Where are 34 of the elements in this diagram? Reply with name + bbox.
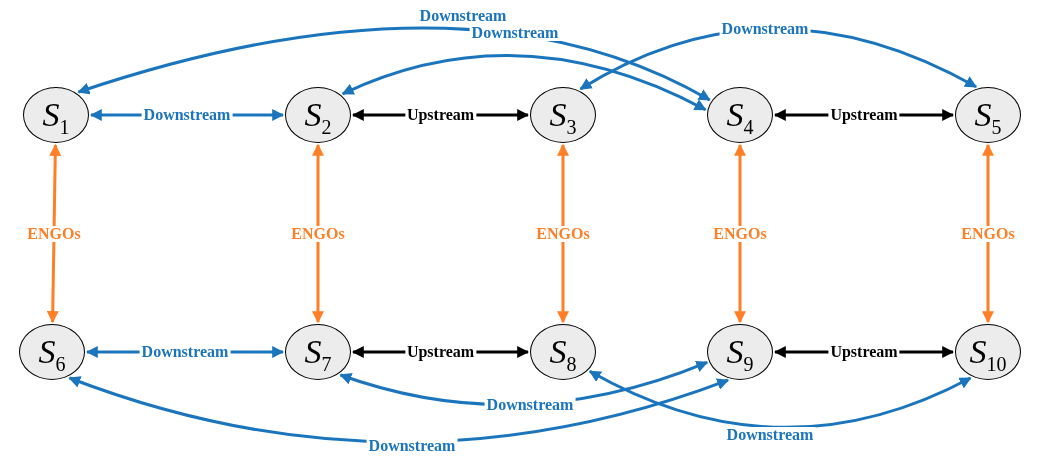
edge-label: ENGOs	[289, 225, 347, 242]
edge-label: Downstream	[417, 8, 509, 24]
edge-label: Downstream	[719, 21, 811, 37]
edge-label: Upstream	[404, 107, 477, 123]
arrow	[341, 54, 707, 112]
edge-label: Downstream	[484, 397, 576, 413]
node-circle: S$_{5}$	[955, 87, 1021, 143]
edge-label: ENGOs	[711, 225, 769, 242]
edge-label: ENGOs	[959, 225, 1017, 242]
edge-label: Upstream	[828, 107, 900, 123]
node-circle: S$_{4}$	[707, 87, 773, 143]
node-circle: S$_{9}$	[707, 324, 773, 380]
arrow	[46, 143, 62, 324]
arrow	[312, 143, 324, 324]
node-circle: S$_{8}$	[530, 324, 596, 380]
edge-label: Downstream	[366, 438, 458, 454]
edge-label: Upstream	[828, 344, 900, 360]
edge-label: Downstream	[724, 427, 816, 443]
edge-label: Upstream	[404, 344, 477, 360]
node-circle: S$_{6}$	[19, 324, 85, 380]
node-circle: S$_{7}$	[285, 324, 351, 380]
edge-label: ENGOs	[534, 225, 592, 242]
arrow	[588, 369, 972, 429]
edge-label: ENGOs	[25, 225, 83, 242]
arrow	[734, 143, 746, 324]
node-circle: S$_{2}$	[285, 87, 351, 143]
node-circle: S$_{10}$	[955, 324, 1021, 380]
edge-label: Downstream	[469, 25, 561, 41]
edge-label: Downstream	[139, 344, 231, 360]
arrow	[557, 143, 569, 324]
arrow	[982, 143, 994, 324]
edge-label: Downstream	[141, 107, 233, 123]
node-circle: S$_{1}$	[23, 87, 89, 143]
node-circle: S$_{3}$	[530, 87, 596, 143]
